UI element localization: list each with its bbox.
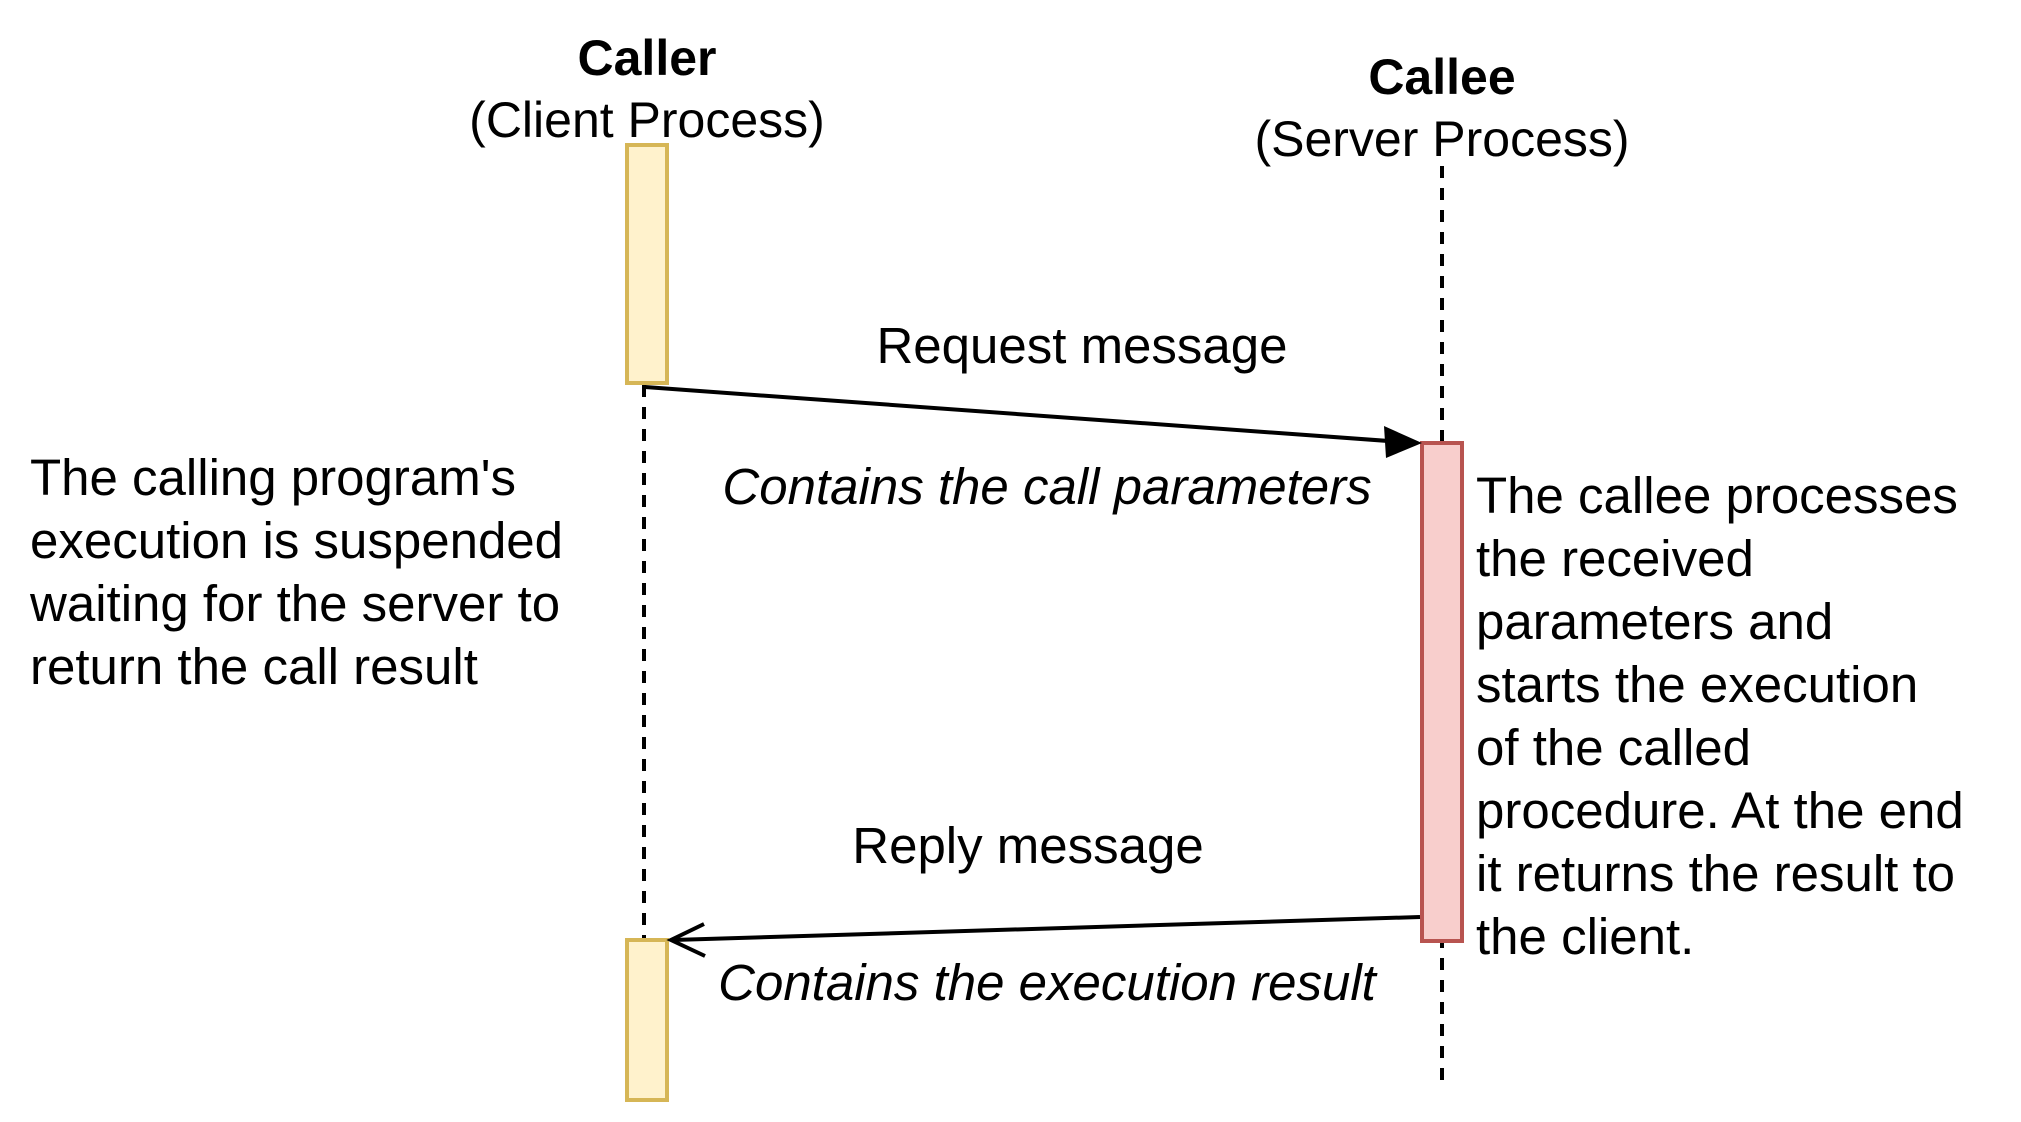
request-arrow bbox=[644, 385, 1417, 445]
request-arrowhead bbox=[1384, 426, 1422, 458]
reply-message-detail: Contains the execution result bbox=[718, 954, 1376, 1011]
caller-name: Caller bbox=[577, 30, 717, 86]
callee-name: Callee bbox=[1368, 49, 1516, 105]
callee-note: The callee processes the received parame… bbox=[1476, 467, 1964, 965]
caller-role: (Client Process) bbox=[469, 92, 825, 148]
callee-role: (Server Process) bbox=[1254, 111, 1630, 167]
reply-arrow bbox=[672, 915, 1421, 942]
reply-arrowhead bbox=[666, 922, 706, 958]
caller-activation-box-bottom bbox=[625, 938, 669, 1102]
callee-activation-box bbox=[1420, 441, 1464, 943]
request-message-detail: Contains the call parameters bbox=[722, 458, 1372, 515]
reply-message-label: Reply message bbox=[852, 817, 1204, 874]
caller-note: The calling program's execution is suspe… bbox=[30, 449, 564, 695]
caller-activation-box-top bbox=[625, 143, 669, 385]
request-message-label: Request message bbox=[876, 317, 1288, 374]
